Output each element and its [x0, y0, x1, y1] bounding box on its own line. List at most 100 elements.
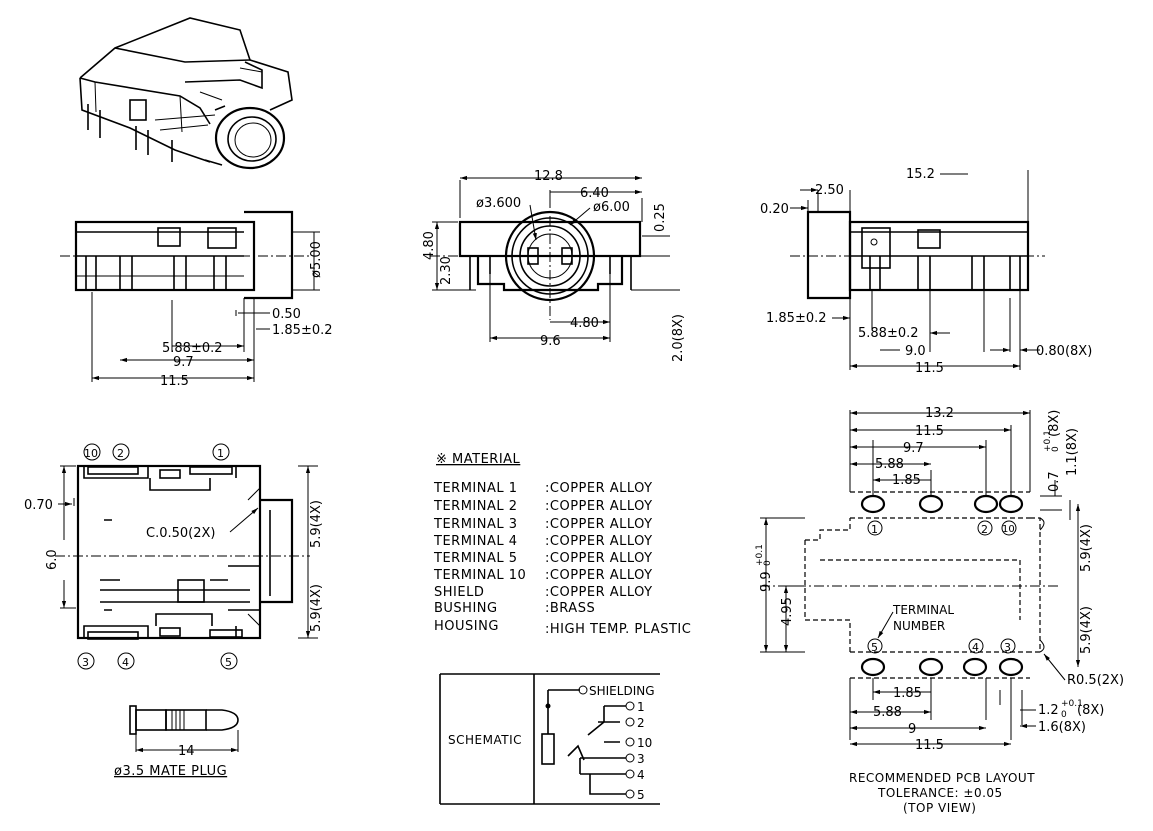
pcb-pin-1: 1	[871, 523, 878, 536]
pin-label-2: 2	[117, 447, 124, 460]
material-mat-bushing: :BRASS	[545, 601, 595, 616]
end-view-dims: 12.8 6.40 ø3.600 ø6.00 0.25 4.80 2.30 4.…	[422, 169, 686, 362]
material-part-10: TERMINAL 10	[433, 568, 526, 583]
pin-label-5: 5	[225, 656, 232, 669]
schematic-pin-5: 5	[637, 788, 645, 802]
material-part-5: TERMINAL 5	[433, 551, 518, 566]
dim-d6-00: ø6.00	[593, 200, 630, 215]
dim-14: 14	[178, 744, 195, 759]
dim-12-8: 12.8	[534, 169, 563, 184]
pcb-dim-1-2-tol: +0.1	[1061, 699, 1083, 709]
pcb-dim-5-88-bottom: 5.88	[873, 705, 902, 720]
pin-label-1: 1	[217, 447, 224, 460]
pcb-dim-1-1: 1.1(8X)	[1065, 428, 1080, 476]
pcb-dim-1-2: 1.2	[1038, 703, 1059, 718]
dim-d5-00: ø5.00	[309, 241, 324, 278]
pcb-dim-5-88: 5.88	[875, 457, 904, 472]
pin-label-3: 3	[82, 656, 89, 669]
material-part-housing: HOUSING	[434, 619, 499, 634]
dim-11-5-right: 11.5	[915, 361, 944, 376]
schematic-pin-10: 10	[637, 736, 652, 750]
top-view-pins: 10 2 1 3 4 5	[77, 443, 238, 670]
pcb-dim-r0-5: R0.5(2X)	[1067, 673, 1124, 688]
pcb-dim-9-9-tol: +0.1	[755, 544, 765, 566]
pin-label-4: 4	[122, 656, 129, 669]
pcb-pin-5: 5	[871, 641, 878, 654]
dim-0-80-8x: 0.80(8X)	[1036, 344, 1092, 359]
pcb-dim-9-7: 9.7	[903, 441, 924, 456]
material-mat-shield: :COPPER ALLOY	[545, 585, 653, 600]
pcb-dim-13-2: 13.2	[925, 406, 954, 421]
dim-5-9-4x-top: 5.9(4X)	[309, 500, 324, 548]
pcb-dim-1-2-tol0: 0	[1061, 710, 1067, 720]
dim-4-80-vert: 4.80	[422, 231, 437, 260]
dim-1-85: 1.85±0.2	[272, 323, 333, 338]
terminal-label-1: TERMINAL	[892, 603, 954, 617]
material-part-4: TERMINAL 4	[433, 534, 518, 549]
pcb-dim-11-5-bottom: 11.5	[915, 738, 944, 753]
pcb-layout	[760, 410, 1060, 740]
end-view	[430, 180, 660, 320]
pcb-caption-1: RECOMMENDED PCB LAYOUT	[849, 771, 1035, 785]
dim-5-88-right: 5.88±0.2	[858, 326, 919, 341]
material-table: ※ MATERIAL TERMINAL 1 :COPPER ALLOY TERM…	[433, 452, 691, 637]
pcb-dim-5-9-bottom: 5.9(4X)	[1079, 606, 1094, 654]
top-view	[55, 464, 318, 640]
dim-4-80-horiz: 4.80	[570, 316, 599, 331]
dim-c0-50: C.0.50(2X)	[146, 526, 215, 541]
schematic-pin-4: 4	[637, 768, 645, 782]
material-mat-2: :COPPER ALLOY	[545, 499, 653, 514]
pcb-dim-1-85-bottom: 1.85	[893, 686, 922, 701]
side-view-right-dims: 2.50 15.2 0.20 1.85±0.2 5.88±0.2 9.0 11.…	[760, 167, 1092, 376]
pcb-pin-3: 3	[1004, 641, 1011, 654]
dim-0-50: 0.50	[272, 307, 301, 322]
material-part-bushing: BUSHING	[434, 601, 498, 616]
material-part-shield: SHIELD	[434, 585, 484, 600]
material-mat-5: :COPPER ALLOY	[545, 551, 653, 566]
pcb-dim-0-7-8x: (8X)	[1047, 410, 1062, 437]
pcb-pins: 1 2 10 5 4 3 TERMINAL NUMBER	[867, 520, 1017, 654]
terminal-label-2: NUMBER	[893, 619, 945, 633]
side-view-left-dims: 11.5 9.7 5.88±0.2 1.85±0.2 0.50 ø5.00	[92, 241, 333, 389]
pcb-dims: 13.2 11.5 9.7 5.88 1.85 0.7 +0.1 0 (8X) …	[755, 406, 1124, 815]
dim-9-0: 9.0	[905, 344, 926, 359]
plug-caption: ø3.5 MATE PLUG	[114, 764, 227, 779]
dim-1-85-right: 1.85±0.2	[766, 311, 827, 326]
material-title: ※ MATERIAL	[436, 452, 521, 467]
side-view-right	[790, 170, 1045, 370]
material-part-2: TERMINAL 2	[433, 499, 518, 514]
dim-5-88: 5.88±0.2	[162, 341, 223, 356]
pcb-caption-2: TOLERANCE: ±0.05	[877, 786, 1003, 800]
dim-2-0-8x: 2.0(8X)	[671, 314, 686, 362]
pcb-dim-0-7-tol0: 0	[1051, 446, 1061, 452]
schematic-pin-2: 2	[637, 716, 645, 730]
dim-d3-600: ø3.600	[476, 196, 521, 211]
dim-15-2: 15.2	[906, 167, 935, 182]
dim-0-70: 0.70	[24, 498, 53, 513]
material-part-1: TERMINAL 1	[433, 481, 518, 496]
pcb-caption-3: (TOP VIEW)	[903, 801, 976, 815]
dim-2-50: 2.50	[815, 183, 844, 198]
dim-2-30: 2.30	[439, 256, 454, 285]
dim-0-25: 0.25	[653, 203, 668, 232]
dim-5-9-4x-bottom: 5.9(4X)	[309, 584, 324, 632]
material-mat-1: :COPPER ALLOY	[545, 481, 653, 496]
dim-9-7: 9.7	[173, 355, 194, 370]
pcb-dim-1-2-8x: (8X)	[1077, 703, 1104, 718]
dim-6-40: 6.40	[580, 186, 609, 201]
pcb-dim-0-7-tol: +0.1	[1043, 430, 1053, 452]
material-mat-3: :COPPER ALLOY	[545, 517, 653, 532]
pcb-dim-4-95: 4.95	[780, 597, 795, 626]
material-mat-housing: :HIGH TEMP. PLASTIC	[545, 622, 691, 637]
schematic-pin-3: 3	[637, 752, 645, 766]
schematic: SCHEMATIC SHIELDING 1 2 10 3 4 5	[439, 673, 660, 805]
pcb-dim-9: 9	[908, 722, 916, 737]
pcb-dim-1-6: 1.6(8X)	[1038, 720, 1086, 735]
pcb-dim-5-9-top: 5.9(4X)	[1079, 524, 1094, 572]
top-view-dims: 0.70 6.0 C.0.50(2X) 5.9(4X) 5.9(4X)	[24, 466, 324, 638]
schematic-pin-1: 1	[637, 700, 645, 714]
schematic-pin-shielding: SHIELDING	[589, 684, 655, 698]
schematic-label: SCHEMATIC	[448, 733, 522, 747]
dim-6-0: 6.0	[45, 549, 60, 570]
